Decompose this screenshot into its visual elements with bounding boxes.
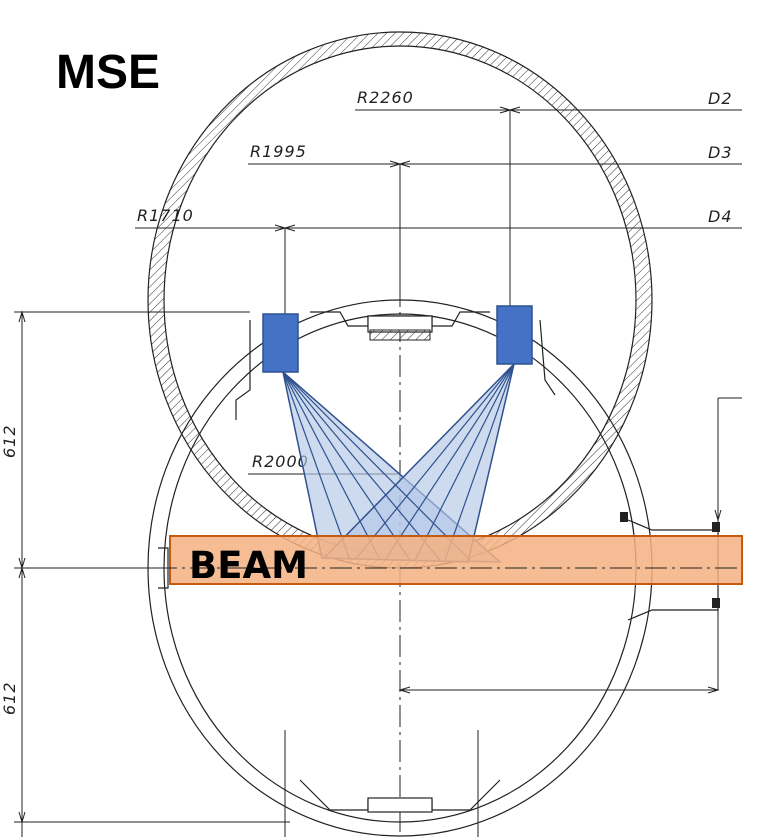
vessel-body <box>147 31 742 837</box>
direction-label-d3: D3 <box>708 143 733 162</box>
dimension-label-lower: 612 <box>0 681 19 715</box>
direction-label-d2: D2 <box>708 89 733 108</box>
radius-label-r1995: R1995 <box>250 142 307 161</box>
radius-label-r2260: R2260 <box>357 88 414 107</box>
beam-label: BEAM <box>189 544 308 587</box>
right-detector <box>496 305 533 365</box>
radius-label-r2000: R2000 <box>252 452 309 471</box>
direction-label-d4: D4 <box>708 207 733 226</box>
dimension-label-upper: 612 <box>0 424 19 458</box>
left-detector <box>262 313 299 373</box>
sightline-fans <box>281 361 516 563</box>
radius-leaders <box>135 106 742 475</box>
diagram-title: MSE <box>56 46 160 99</box>
beam-bar <box>169 535 743 585</box>
